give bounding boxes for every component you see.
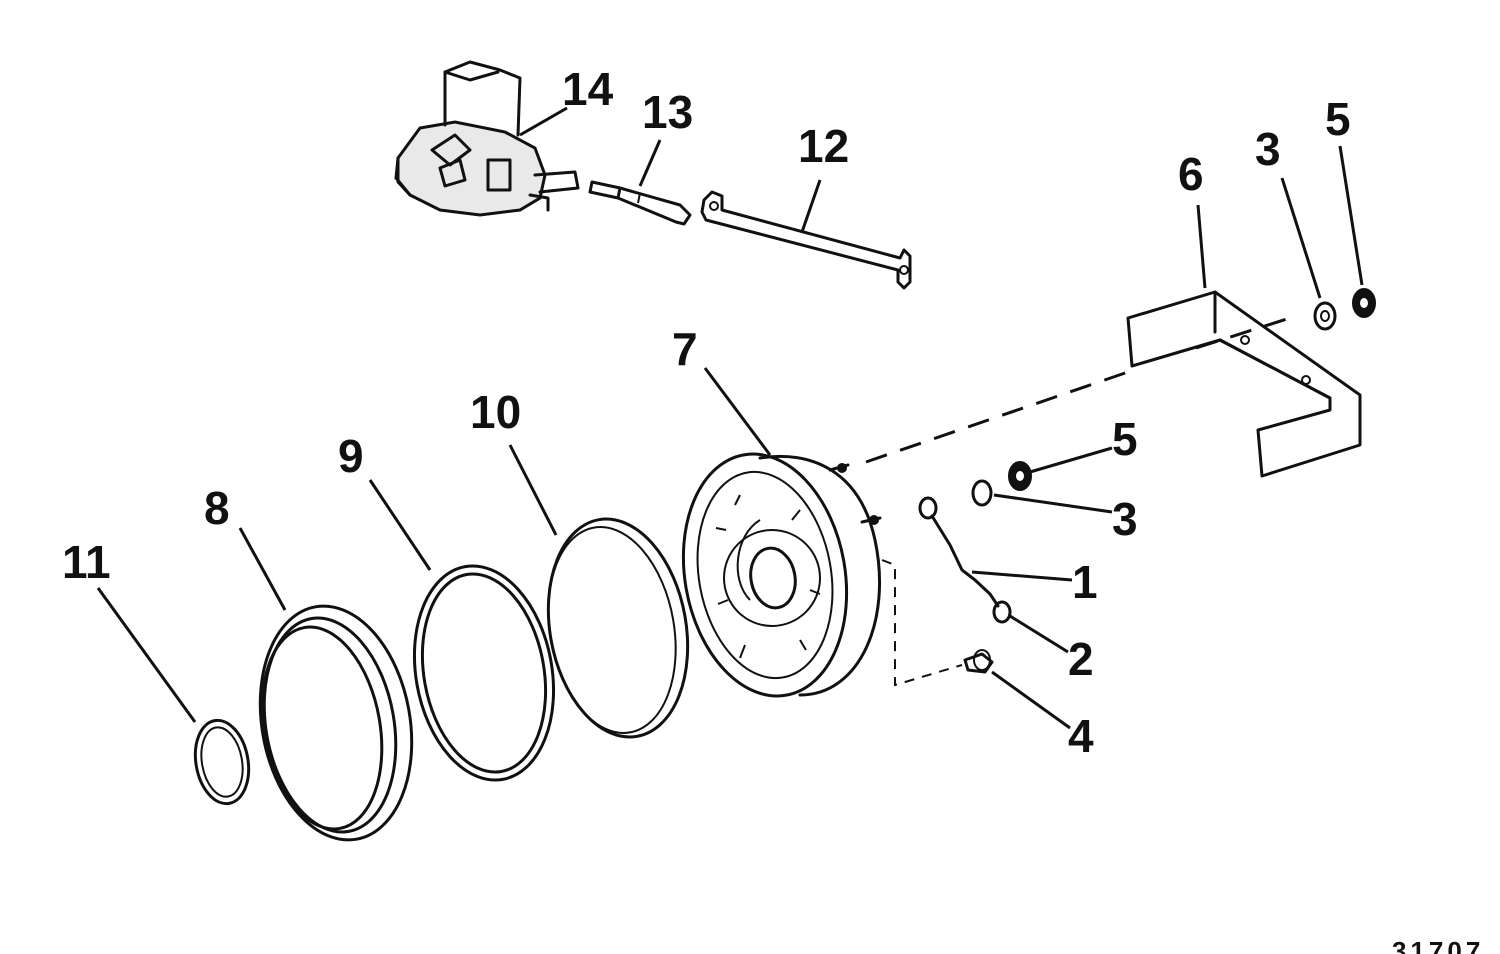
callout-10: 10 [470, 386, 521, 438]
part-8-bezel [258, 604, 414, 842]
part-11-o-ring [193, 718, 251, 806]
callout-14: 14 [562, 63, 614, 115]
callout-2: 2 [1068, 633, 1094, 685]
callout-1: 1 [1072, 556, 1098, 608]
callout-8: 8 [204, 482, 230, 534]
part-6-u-bracket [1126, 290, 1362, 478]
callout-9: 9 [338, 430, 364, 482]
part-13-connector-pin [588, 180, 692, 226]
part-10-lens [546, 517, 690, 739]
part-12-link-rod [700, 190, 912, 290]
callout-13: 13 [642, 86, 693, 138]
callout-11: 11 [62, 536, 111, 588]
callout-12: 12 [798, 120, 849, 172]
callout-6: 6 [1178, 148, 1204, 200]
callout-5-upper: 5 [1325, 93, 1351, 145]
leader-lines [96, 106, 1364, 730]
callout-3-upper: 3 [1255, 123, 1281, 175]
part-5-nut-upper [1352, 288, 1376, 318]
callout-4: 4 [1068, 710, 1094, 762]
callout-labels: 14 13 12 6 3 5 7 10 9 8 11 5 3 1 2 4 [62, 63, 1351, 762]
part-1-wire-lead [918, 496, 1012, 624]
part-4-screw [963, 649, 994, 674]
callout-5-lower: 5 [1112, 413, 1138, 465]
part-3-washer-lower [971, 479, 993, 507]
part-9-gasket [412, 564, 556, 782]
part-7-gauge-housing [681, 452, 882, 698]
reference-code: 31707 [1392, 936, 1484, 954]
part-3-washer-upper [1313, 301, 1337, 331]
callout-3-lower: 3 [1112, 493, 1138, 545]
part-14-switch-assembly [394, 60, 580, 217]
part-5-nut-lower [1008, 461, 1032, 491]
alignment-lines [865, 316, 1291, 687]
callout-7: 7 [672, 323, 698, 375]
